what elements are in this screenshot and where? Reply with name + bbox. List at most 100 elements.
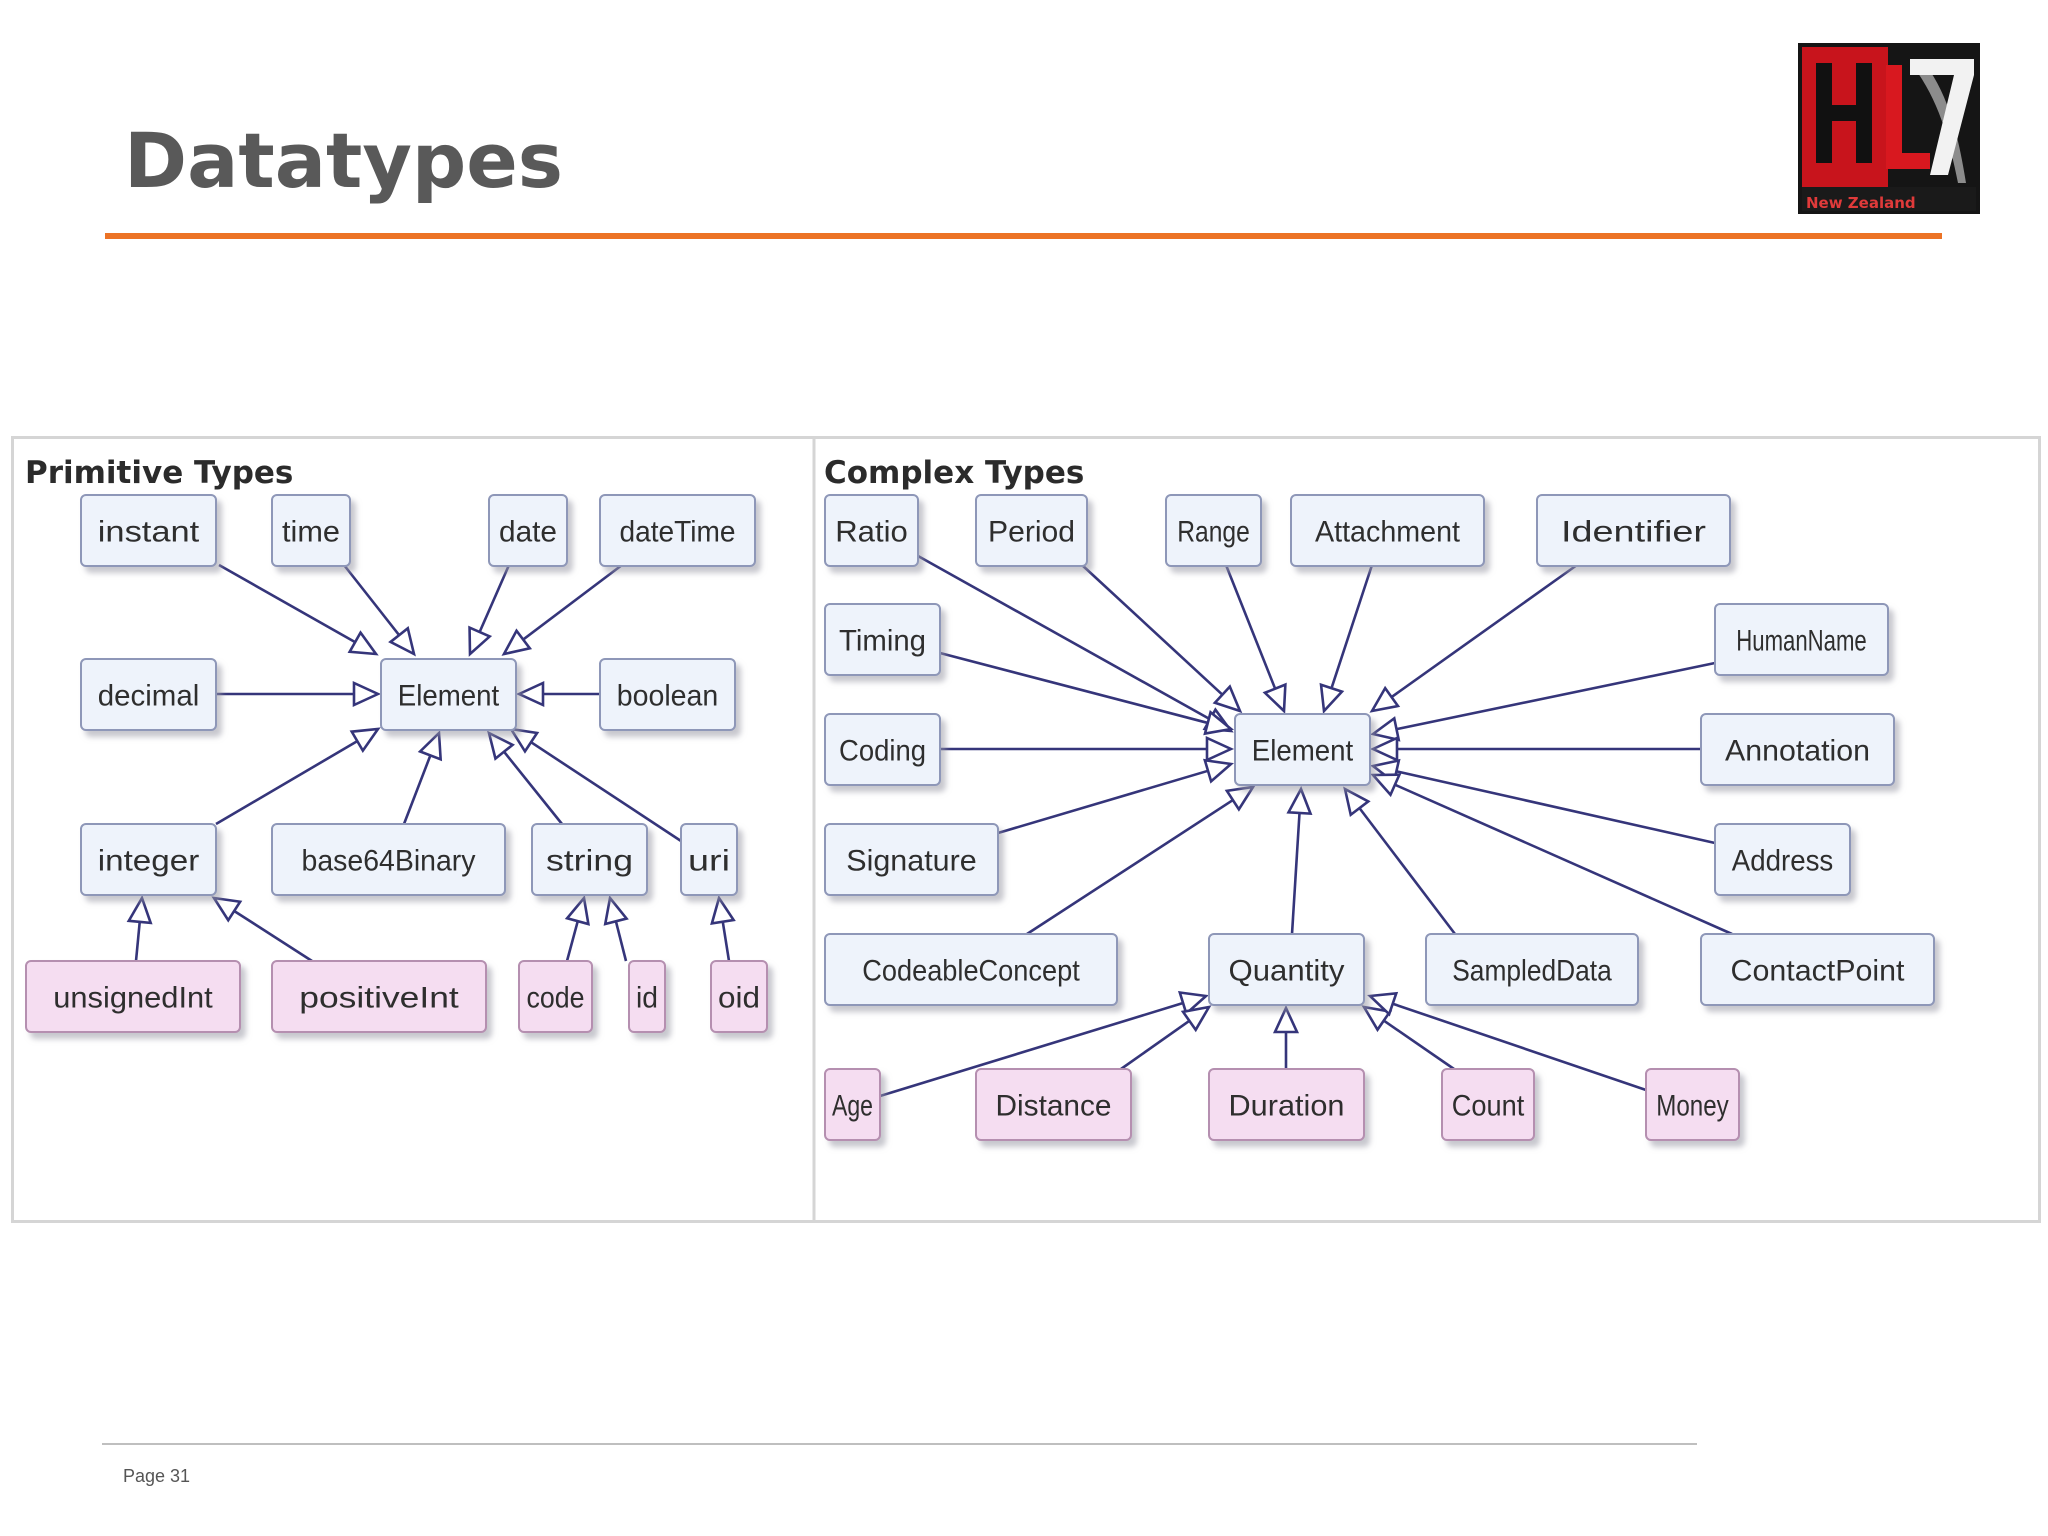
type-node-c_period: Period [975, 494, 1088, 567]
generalization-arrowhead [564, 894, 590, 926]
type-label: Timing [839, 625, 926, 658]
type-box [599, 494, 756, 567]
type-box [80, 658, 217, 731]
edge-p_id-to-p_string [603, 894, 629, 962]
type-label: uri [688, 845, 730, 878]
type-node-p_date: date [488, 494, 568, 567]
type-label: Quantity [1229, 955, 1345, 988]
type-label: Attachment [1315, 516, 1461, 549]
type-node-c_money: Money [1645, 1068, 1740, 1141]
type-node-p_positiveInt: positiveInt [271, 960, 487, 1033]
edge-c_money-to-c_quantity [1367, 991, 1647, 1092]
type-box [824, 603, 941, 676]
type-label: Annotation [1725, 735, 1870, 768]
generalization-arrowhead [1370, 773, 1402, 798]
edge-c_coding-to-c_element [940, 735, 1235, 763]
edge-c_timing-to-c_element [939, 651, 1235, 736]
type-box [80, 494, 217, 567]
type-node-p_integer: integer [80, 823, 217, 896]
edge-c_humanname-to-c_element [1369, 661, 1716, 742]
type-node-p_decimal: decimal [80, 658, 217, 731]
generalization-arrowhead [1361, 1005, 1393, 1033]
type-node-p_instant: instant [80, 494, 217, 567]
edge-c_period-to-c_element [1081, 564, 1243, 714]
type-node-p_uri: uri [680, 823, 738, 896]
generalization-arrowhead [1319, 682, 1345, 714]
type-node-p_element: Element [380, 658, 517, 731]
type-box [1165, 494, 1262, 567]
type-label: SampledData [1452, 955, 1612, 988]
type-box [1700, 933, 1935, 1006]
edge-c_range-to-c_element [1224, 564, 1287, 714]
type-label: id [636, 982, 658, 1015]
edge-c_codeableconcept-to-c_element [1026, 785, 1256, 936]
generalization-arrowhead [1203, 710, 1235, 736]
generalization-arrowhead [1272, 1004, 1300, 1034]
edge-p_base64-to-p_element [402, 730, 443, 825]
slide-title: Datatypes [124, 116, 564, 205]
title-underline [105, 233, 1942, 239]
complex-types-heading: Complex Types [824, 455, 1084, 491]
type-box [25, 960, 241, 1033]
edge-c_distance-to-c_quantity [1120, 1005, 1212, 1071]
type-node-p_dateTime: dateTime [599, 494, 756, 567]
type-label: CodeableConcept [862, 955, 1080, 988]
edge-c_address-to-c_element [1369, 758, 1716, 845]
edge-p_positiveInt-to-p_integer [211, 896, 313, 963]
type-node-c_quantity: Quantity [1208, 933, 1365, 1006]
hl7-new-zealand-logo: New Zealand [1798, 43, 1980, 214]
type-label: ContactPoint [1731, 955, 1906, 988]
type-node-c_attachment: Attachment [1290, 494, 1485, 567]
type-label: Range [1177, 516, 1250, 549]
type-label: code [527, 982, 585, 1015]
type-label: Signature [846, 845, 977, 878]
generalization-arrowhead [501, 628, 533, 656]
type-box [1700, 713, 1895, 786]
type-box [680, 823, 738, 896]
type-node-p_string: string [531, 823, 648, 896]
generalization-arrowhead [710, 894, 736, 926]
type-label: HumanName [1736, 625, 1867, 658]
generalization-arrowhead [126, 894, 153, 925]
type-node-c_coding: Coding [824, 713, 941, 786]
generalization-arrowhead [1369, 716, 1401, 742]
type-node-p_id: id [628, 960, 666, 1033]
edge-c_identifier-to-c_element [1369, 563, 1578, 713]
type-label: Element [398, 680, 500, 713]
type-node-c_count: Count [1441, 1068, 1535, 1141]
logo-caption: New Zealand [1806, 194, 1916, 212]
generalization-arrowhead [1262, 682, 1287, 714]
type-box [271, 960, 487, 1033]
type-box [531, 823, 648, 896]
type-node-p_oid: oid [710, 960, 768, 1033]
type-label: Address [1732, 845, 1834, 878]
type-box [518, 960, 593, 1033]
generalization-arrowhead [468, 625, 493, 657]
edge-p_uri-to-p_element [508, 727, 682, 843]
edge-c_age-to-c_quantity [879, 990, 1209, 1098]
generalization-arrowhead [1369, 685, 1401, 713]
generalization-arrowhead [347, 630, 379, 656]
type-node-c_sampleddata: SampledData [1425, 933, 1639, 1006]
generalization-arrowhead [1224, 785, 1256, 812]
generalization-arrowhead [1367, 991, 1399, 1017]
generalization-arrowhead [1212, 684, 1243, 714]
type-label: Identifier [1561, 516, 1706, 549]
generalization-arrowhead [1205, 735, 1235, 763]
generalization-arrowhead [1343, 786, 1371, 818]
type-label: instant [98, 516, 200, 549]
type-box [824, 713, 941, 786]
type-box [628, 960, 666, 1033]
type-node-c_duration: Duration [1208, 1068, 1365, 1141]
type-label: Money [1656, 1090, 1729, 1123]
type-label: oid [718, 982, 760, 1015]
type-node-c_annotation: Annotation [1700, 713, 1895, 786]
type-box [975, 1068, 1132, 1141]
edge-c_sampleddata-to-c_element [1343, 786, 1457, 935]
edge-c_duration-to-c_quantity [1272, 1004, 1300, 1069]
type-label: Distance [996, 1090, 1112, 1123]
type-node-p_base64: base64Binary [271, 823, 506, 896]
type-label: dateTime [620, 516, 736, 549]
type-label: base64Binary [302, 845, 476, 878]
generalization-arrowhead [211, 896, 243, 923]
